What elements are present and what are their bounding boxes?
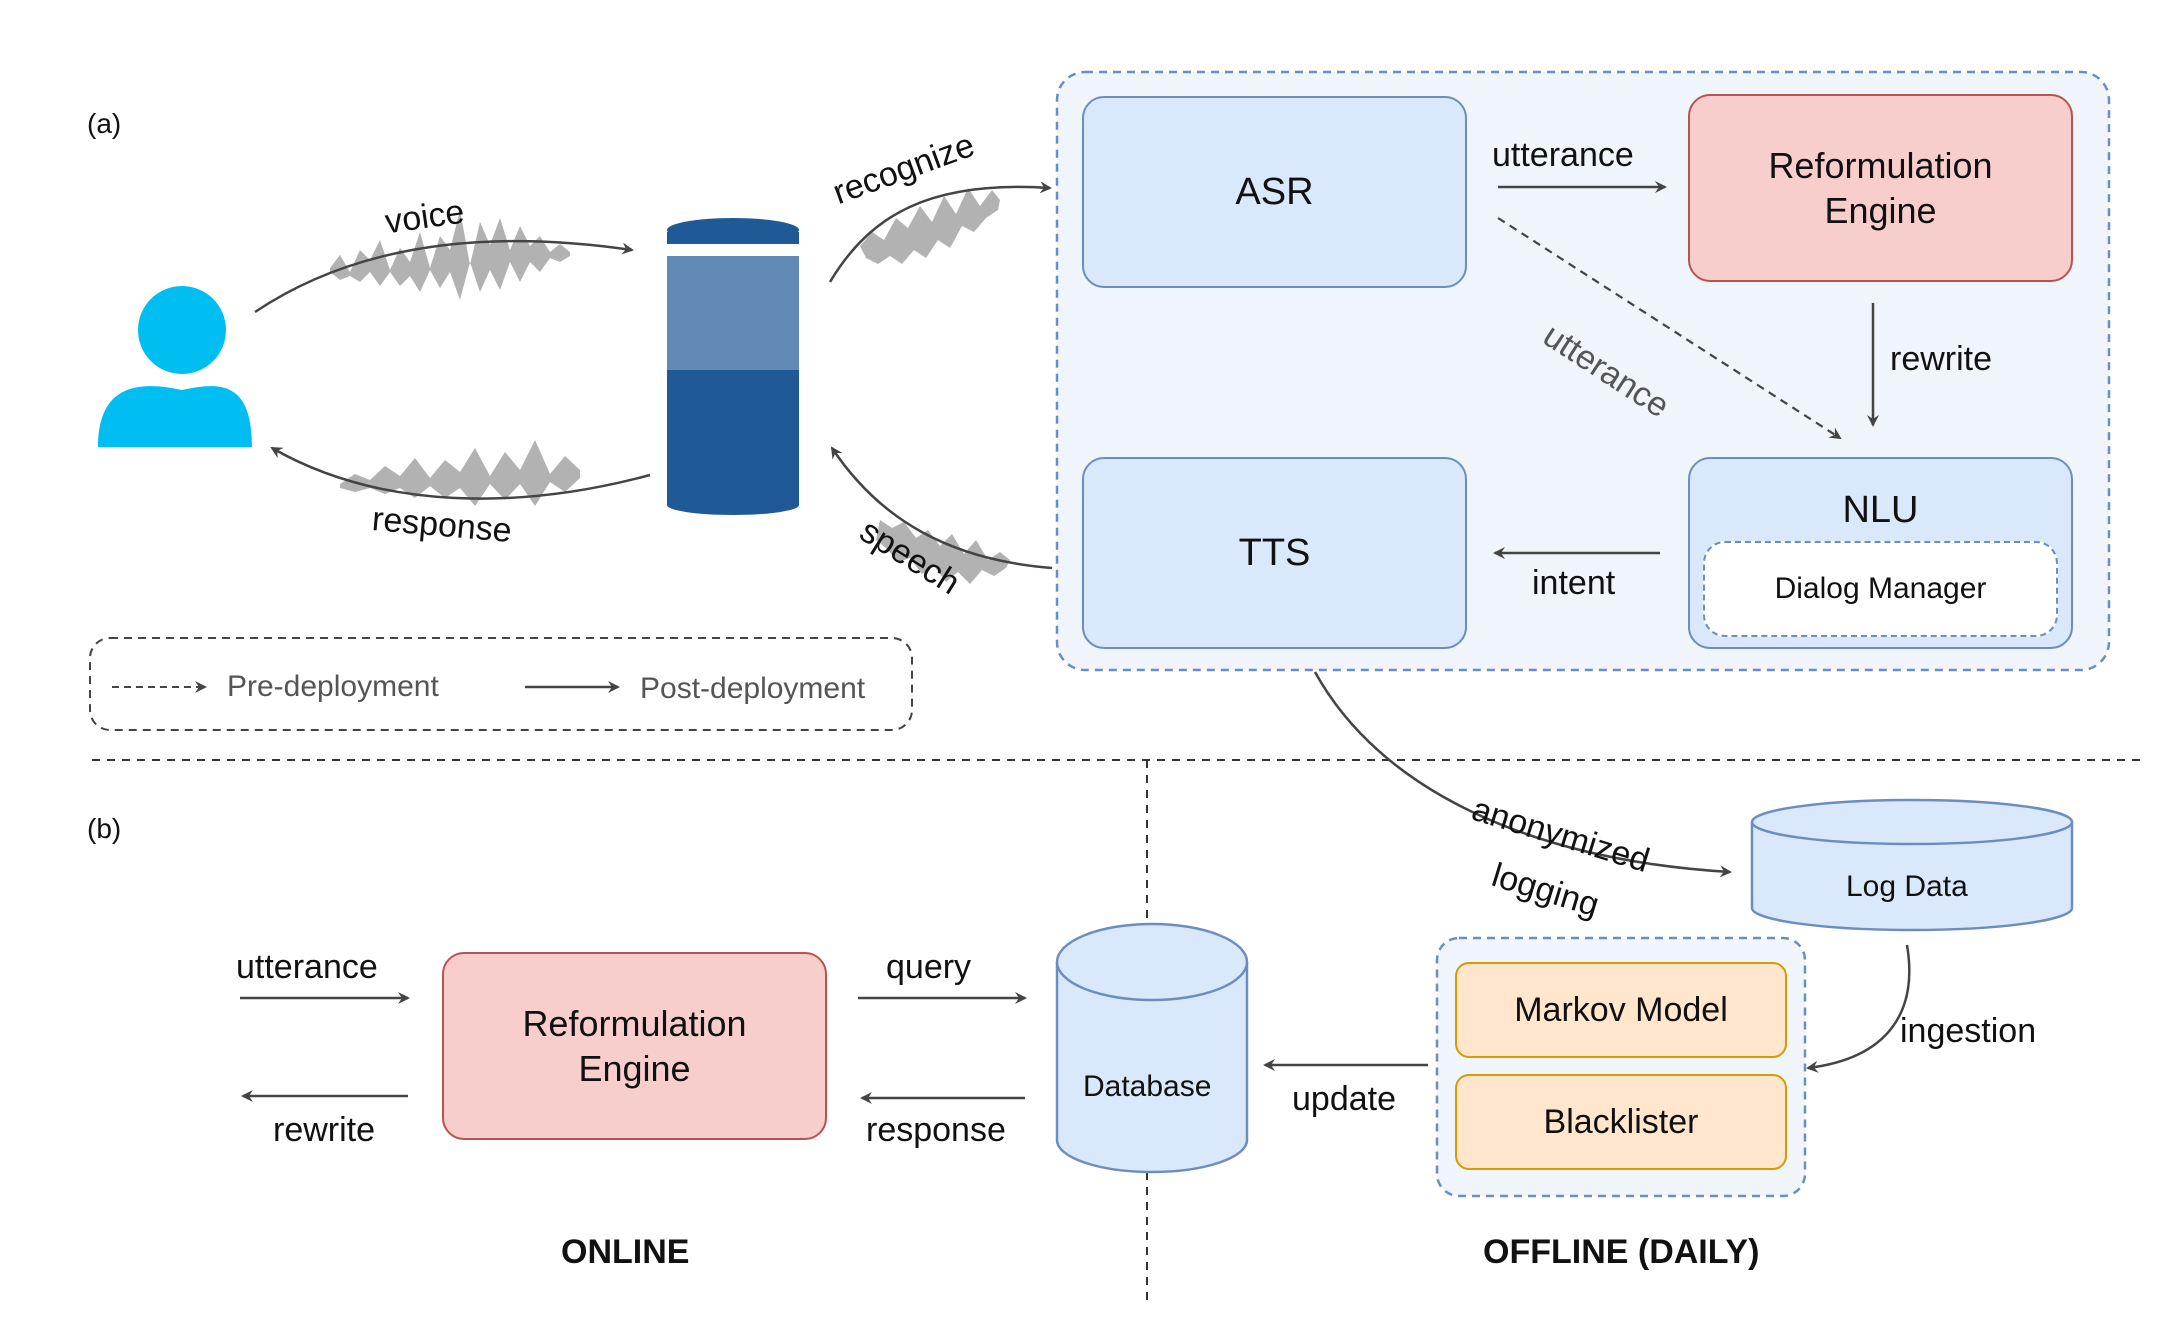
log-data-cylinder	[1750, 798, 2074, 932]
online-reformulation-engine-line2: Engine	[578, 1048, 691, 1089]
audio-waveform-icon	[340, 440, 580, 506]
utterance-pre-deployment-arrow	[1497, 217, 1842, 440]
audio-waveform-icon	[330, 210, 570, 300]
database-cylinder	[1055, 922, 1249, 1174]
voice-arrow	[254, 239, 634, 314]
blacklister-box: Blacklister	[1455, 1074, 1787, 1170]
legend-post-deployment-label: Post-deployment	[640, 672, 866, 705]
dialog-manager-box: Dialog Manager	[1703, 541, 2058, 637]
reformulation-engine-label-line2: Engine	[1824, 190, 1937, 231]
blacklister-label: Blacklister	[1543, 1102, 1699, 1141]
online-reformulation-engine-line1: Reformulation	[522, 1003, 747, 1044]
intent-label: intent	[1532, 564, 1616, 602]
tts-label: TTS	[1238, 531, 1311, 574]
user-silhouette-icon	[98, 286, 252, 447]
panel-b-label: (b)	[87, 813, 122, 844]
asr-box: ASR	[1082, 96, 1467, 288]
asr-label: ASR	[1235, 170, 1314, 213]
reformulation-engine-label-line1: Reformulation	[1768, 145, 1993, 186]
ingestion-label: ingestion	[1900, 1012, 2037, 1050]
offline-section-title: OFFLINE (DAILY)	[1483, 1233, 1760, 1271]
audio-waveform-icon	[876, 520, 1010, 584]
speech-arrow	[830, 446, 1053, 570]
recognize-arrow	[828, 181, 1052, 283]
panel-a-label: (a)	[87, 108, 122, 139]
reformulation-engine-box: Reformulation Engine	[1688, 94, 2073, 282]
online-section-title: ONLINE	[561, 1233, 690, 1271]
audio-waveform-icon	[860, 188, 1000, 264]
response-arrow	[270, 446, 651, 500]
online-reformulation-engine-box: Reformulation Engine	[442, 952, 827, 1140]
online-utterance-label: utterance	[236, 948, 378, 986]
markov-model-label: Markov Model	[1514, 990, 1728, 1029]
query-label: query	[886, 948, 972, 986]
anonymized-logging-arrow	[1313, 671, 1732, 878]
dialog-manager-label: Dialog Manager	[1774, 572, 1987, 605]
log-data-label: Log Data	[1846, 870, 1968, 903]
db-response-label: response	[866, 1111, 1006, 1149]
legend-pre-deployment-label: Pre-deployment	[227, 670, 439, 703]
update-label: update	[1292, 1080, 1396, 1118]
tts-box: TTS	[1082, 457, 1467, 649]
utterance-label: utterance	[1492, 136, 1634, 174]
markov-model-box: Markov Model	[1455, 962, 1787, 1058]
rewrite-label: rewrite	[1890, 340, 1993, 378]
database-label: Database	[1083, 1070, 1212, 1103]
smart-speaker-icon	[667, 218, 799, 515]
ingestion-arrow	[1806, 944, 1911, 1073]
online-rewrite-label: rewrite	[273, 1111, 376, 1149]
nlu-label: NLU	[1842, 489, 1919, 531]
